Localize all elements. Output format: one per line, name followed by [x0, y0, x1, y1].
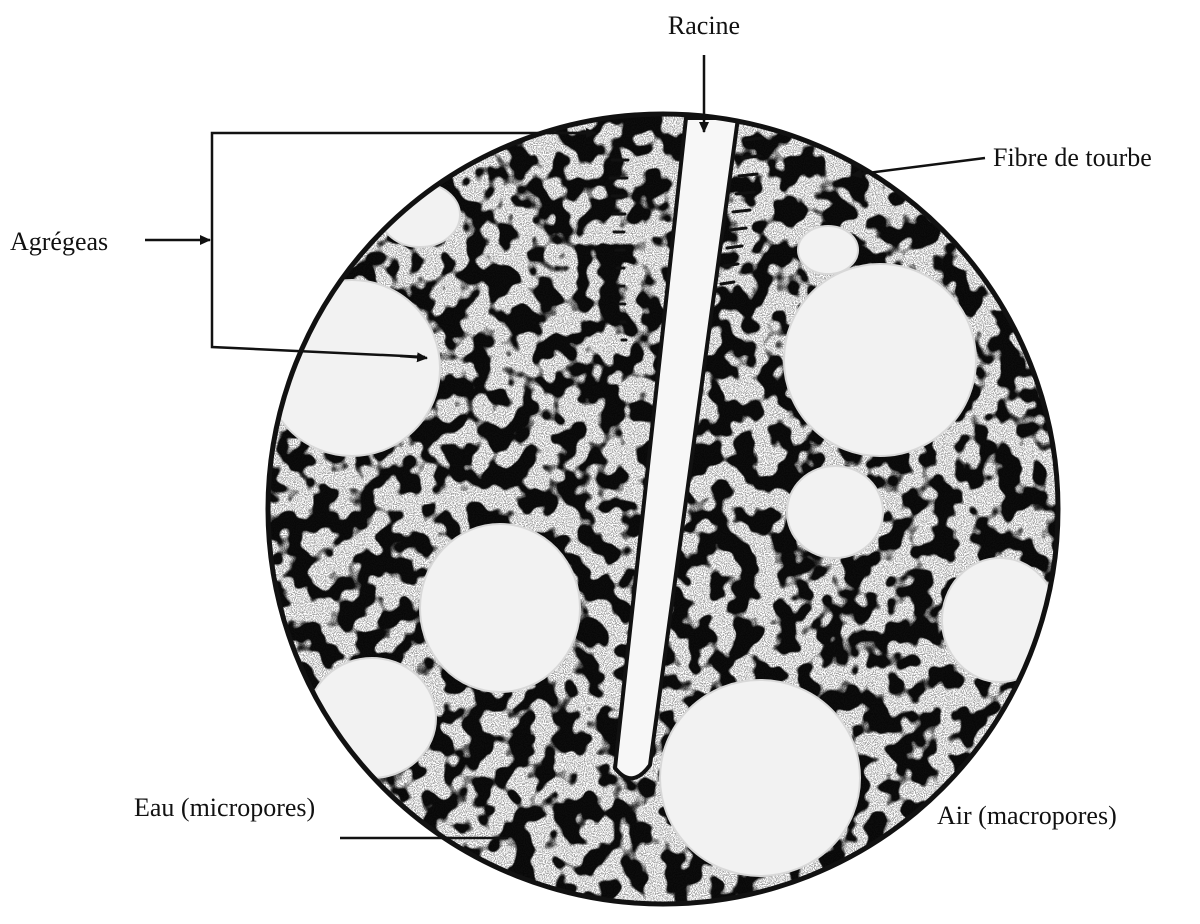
fibre-arrow [852, 158, 985, 175]
label-racine: Racine [668, 11, 740, 40]
label-fibre-de-tourbe: Fibre de tourbe [993, 143, 1152, 172]
label-eau-micropores: Eau (micropores) [134, 793, 315, 822]
label-air-macropores: Air (macropores) [937, 801, 1117, 830]
label-agregats: Agrégeas [10, 227, 108, 256]
